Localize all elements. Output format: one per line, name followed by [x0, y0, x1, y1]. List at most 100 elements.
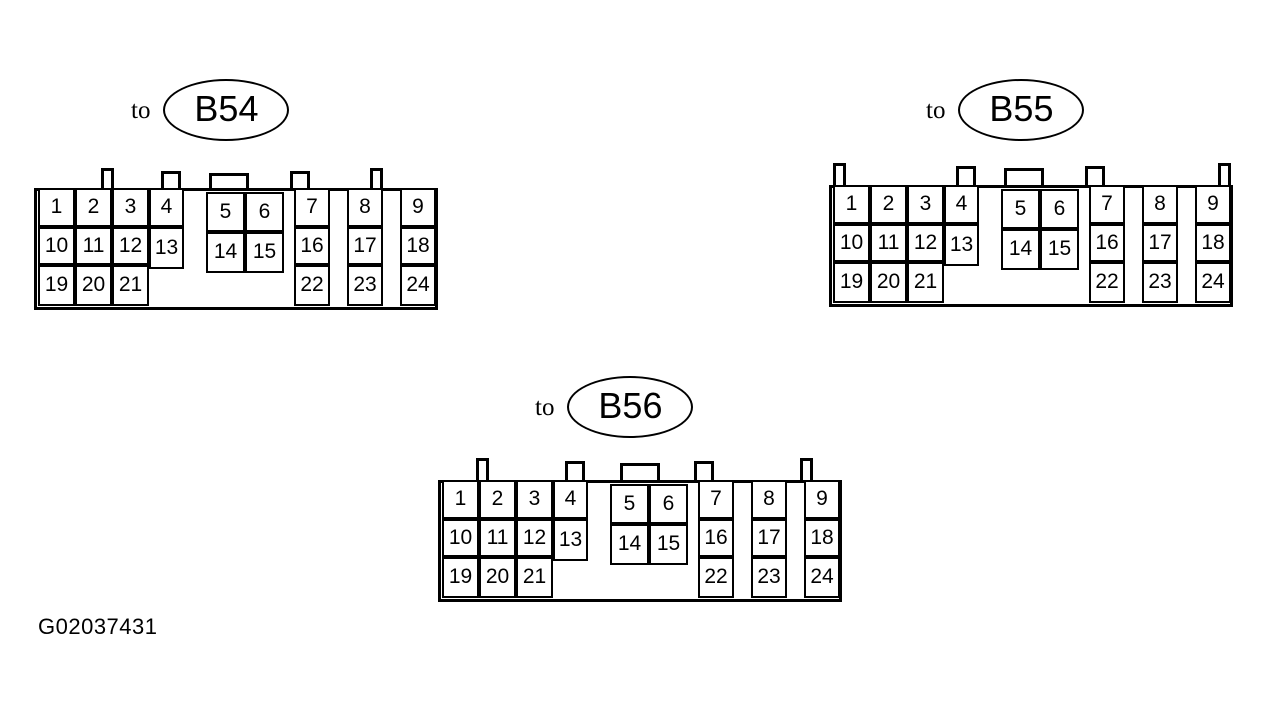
pin-cell-3[interactable]: 3: [907, 185, 944, 224]
pin-cell-13[interactable]: 13: [149, 227, 184, 269]
pin-cell-1[interactable]: 1: [38, 188, 75, 227]
pin-cell-17[interactable]: 17: [1142, 224, 1178, 262]
pin-label-19: 19: [448, 565, 473, 588]
pin-cell-5[interactable]: 5: [206, 192, 245, 232]
pin-label-13: 13: [949, 232, 974, 256]
pin-cell-8[interactable]: 8: [1142, 185, 1178, 224]
pin-cell-20[interactable]: 20: [75, 265, 112, 306]
pin-cell-22[interactable]: 22: [294, 265, 330, 306]
pin-cell-14[interactable]: 14: [610, 524, 649, 565]
pin-cell-1[interactable]: 1: [442, 480, 479, 519]
pin-cell-23[interactable]: 23: [347, 265, 383, 306]
pin-cell-24[interactable]: 24: [1195, 262, 1231, 303]
pin-cell-13[interactable]: 13: [944, 224, 979, 266]
pin-cell-12[interactable]: 12: [907, 224, 944, 262]
pin-cell-19[interactable]: 19: [38, 265, 75, 306]
pin-cell-14[interactable]: 14: [206, 232, 245, 273]
pin-cell-4[interactable]: 4: [149, 188, 184, 227]
connector-caption-b55: to B55: [926, 79, 1085, 141]
latch-tab-medium-right-b56: [694, 461, 714, 482]
pin-cell-10[interactable]: 10: [38, 227, 75, 265]
pin-cell-10[interactable]: 10: [442, 519, 479, 557]
pin-label-14: 14: [617, 532, 642, 555]
pin-cell-13[interactable]: 13: [553, 519, 588, 561]
pin-cell-22[interactable]: 22: [698, 557, 734, 598]
pin-cell-11[interactable]: 11: [75, 227, 112, 265]
caption-prefix-b54: to: [131, 96, 151, 124]
pin-cell-22[interactable]: 22: [1089, 262, 1125, 303]
pin-cell-8[interactable]: 8: [347, 188, 383, 227]
pin-label-12: 12: [118, 233, 143, 257]
latch-tab-narrow-left-b54: [101, 168, 114, 190]
pin-cell-11[interactable]: 11: [479, 519, 516, 557]
pin-cell-24[interactable]: 24: [804, 557, 840, 598]
pin-label-9: 9: [816, 487, 828, 510]
pin-cell-6[interactable]: 6: [1040, 189, 1079, 229]
figure-reference-code: G02037431: [38, 614, 158, 639]
pin-label-3: 3: [124, 195, 137, 218]
pin-cell-21[interactable]: 21: [112, 265, 149, 306]
pin-cell-24[interactable]: 24: [400, 265, 436, 306]
pin-label-19: 19: [839, 270, 864, 293]
pin-label-18: 18: [810, 525, 834, 549]
pin-cell-4[interactable]: 4: [944, 185, 979, 224]
caption-prefix-b56: to: [535, 393, 555, 421]
pin-cell-14[interactable]: 14: [1001, 229, 1040, 270]
pin-cell-2[interactable]: 2: [479, 480, 516, 519]
pin-cell-9[interactable]: 9: [400, 188, 436, 227]
pin-cell-7[interactable]: 7: [1089, 185, 1125, 224]
connector-caption-b54: to B54: [131, 79, 290, 141]
pin-label-4: 4: [160, 195, 173, 218]
pin-label-9: 9: [1207, 192, 1219, 215]
pin-cell-2[interactable]: 2: [75, 188, 112, 227]
pin-label-14: 14: [1008, 237, 1033, 260]
latch-tab-narrow-right-b54: [370, 168, 383, 190]
pin-cell-8[interactable]: 8: [751, 480, 787, 519]
pin-cell-4[interactable]: 4: [553, 480, 588, 519]
pin-cell-11[interactable]: 11: [870, 224, 907, 262]
pin-cell-5[interactable]: 5: [1001, 189, 1040, 229]
pin-cell-6[interactable]: 6: [245, 192, 284, 232]
pin-label-10: 10: [44, 233, 69, 257]
pin-cell-3[interactable]: 3: [112, 188, 149, 227]
pin-cell-21[interactable]: 21: [516, 557, 553, 598]
pin-cell-19[interactable]: 19: [833, 262, 870, 303]
pin-cell-18[interactable]: 18: [804, 519, 840, 557]
pin-cell-7[interactable]: 7: [698, 480, 734, 519]
pin-cell-20[interactable]: 20: [479, 557, 516, 598]
pin-cell-9[interactable]: 9: [1195, 185, 1231, 224]
pin-cell-20[interactable]: 20: [870, 262, 907, 303]
pin-cell-12[interactable]: 12: [112, 227, 149, 265]
pin-cell-5[interactable]: 5: [610, 484, 649, 524]
pin-cell-6[interactable]: 6: [649, 484, 688, 524]
pin-label-17: 17: [353, 233, 377, 257]
pin-cell-15[interactable]: 15: [649, 524, 688, 565]
pin-cell-1[interactable]: 1: [833, 185, 870, 224]
pin-label-9: 9: [412, 195, 424, 218]
pin-cell-21[interactable]: 21: [907, 262, 944, 303]
pin-cell-23[interactable]: 23: [1142, 262, 1178, 303]
pin-label-18: 18: [1201, 230, 1225, 254]
pin-cell-16[interactable]: 16: [698, 519, 734, 557]
pin-label-2: 2: [491, 487, 504, 510]
pin-cell-23[interactable]: 23: [751, 557, 787, 598]
pin-cell-17[interactable]: 17: [751, 519, 787, 557]
pin-cell-2[interactable]: 2: [870, 185, 907, 224]
pin-cell-12[interactable]: 12: [516, 519, 553, 557]
pin-cell-18[interactable]: 18: [1195, 224, 1231, 262]
pin-cell-17[interactable]: 17: [347, 227, 383, 265]
pin-cell-16[interactable]: 16: [1089, 224, 1125, 262]
pin-cell-16[interactable]: 16: [294, 227, 330, 265]
pin-label-24: 24: [810, 565, 834, 588]
pin-cell-19[interactable]: 19: [442, 557, 479, 598]
pin-cell-7[interactable]: 7: [294, 188, 330, 227]
pin-cell-10[interactable]: 10: [833, 224, 870, 262]
pin-label-16: 16: [704, 525, 728, 549]
pin-cell-15[interactable]: 15: [245, 232, 284, 273]
pin-cell-18[interactable]: 18: [400, 227, 436, 265]
pin-cell-3[interactable]: 3: [516, 480, 553, 519]
pin-cell-9[interactable]: 9: [804, 480, 840, 519]
pin-cell-15[interactable]: 15: [1040, 229, 1079, 270]
pin-label-2: 2: [882, 192, 895, 215]
pin-label-23: 23: [757, 565, 781, 588]
